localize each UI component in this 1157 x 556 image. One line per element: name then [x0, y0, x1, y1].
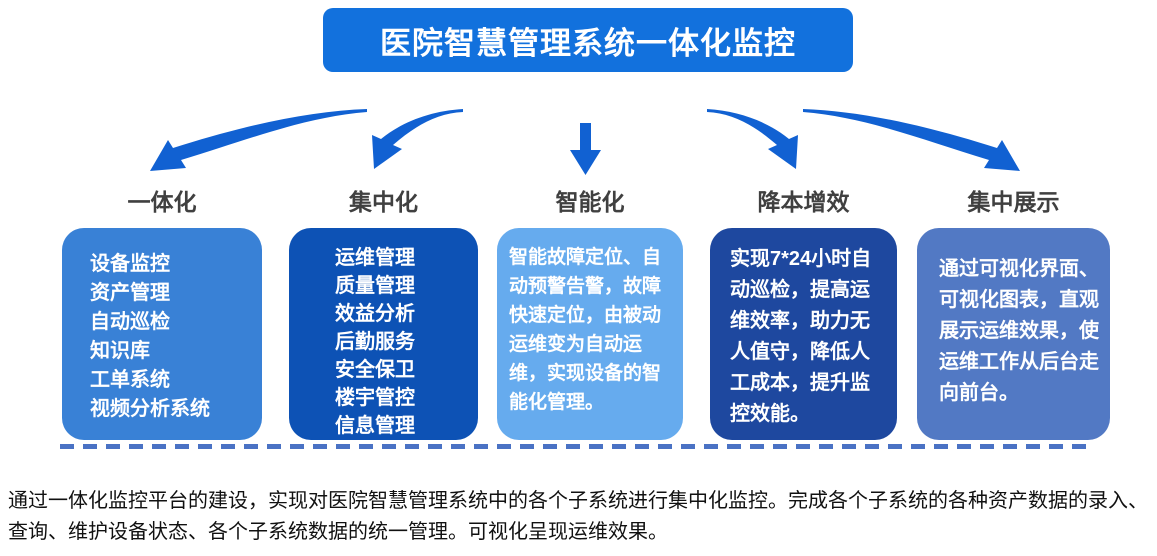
curved-arrow-icon-left-outer	[150, 109, 367, 171]
column-yitihua: 一体化 设备监控 资产管理 自动巡检 知识库 工单系统 视频分析系统	[62, 186, 262, 440]
column-heading: 集中展示	[967, 189, 1060, 215]
column-paragraph: 通过可视化界面、可视化图表，直观展示运维效果，使运维工作从后台走向前台。	[939, 258, 1099, 404]
column-paragraph: 智能故障定位、自动预警告警，故障快速定位，由被动运维变为自动运维，实现设备的智能…	[509, 247, 662, 413]
column-box: 实现7*24小时自动巡检，提高运维效率，助力无人值守，降低人工成本，提升监控效能…	[710, 228, 897, 440]
column-zhinenghua: 智能化 智能故障定位、自动预警告警，故障快速定位，由被动运维变为自动运维，实现设…	[497, 186, 683, 440]
curved-arrow-icon-right-inner	[707, 109, 798, 169]
title-banner: 医院智慧管理系统一体化监控	[323, 8, 853, 72]
column-paragraph: 实现7*24小时自动巡检，提高运维效率，助力无人值守，降低人工成本，提升监控效能…	[730, 248, 872, 425]
column-heading: 智能化	[555, 189, 625, 215]
column-heading: 降本增效	[757, 189, 850, 215]
column-box: 设备监控 资产管理 自动巡检 知识库 工单系统 视频分析系统	[62, 228, 262, 440]
flow-arrows-layer	[150, 109, 1020, 175]
straight-arrow-icon-center	[570, 123, 601, 175]
column-box: 运维管理 质量管理 效益分析 后勤服务 安全保卫 楼宇管控 信息管理	[289, 228, 478, 440]
column-item-list: 设备监控 资产管理 自动巡检 知识库 工单系统 视频分析系统	[90, 253, 210, 420]
column-heading: 一体化	[127, 189, 197, 215]
column-jiangben-zengxiao: 降本增效 实现7*24小时自动巡检，提高运维效率，助力无人值守，降低人工成本，提…	[710, 186, 897, 440]
diagram-title: 医院智慧管理系统一体化监控	[380, 25, 796, 61]
column-jizhong-zhanshi: 集中展示 通过可视化界面、可视化图表，直观展示运维效果，使运维工作从后台走向前台…	[917, 186, 1110, 440]
column-item-list: 运维管理 质量管理 效益分析 后勤服务 安全保卫 楼宇管控 信息管理	[335, 247, 415, 437]
column-jizhonghua: 集中化 运维管理 质量管理 效益分析 后勤服务 安全保卫 楼宇管控 信息管理	[289, 186, 478, 440]
footer-paragraph: 通过一体化监控平台的建设，实现对医院智慧管理系统中的各个子系统进行集中化监控。完…	[8, 490, 1148, 543]
curved-arrow-icon-right-outer	[803, 109, 1020, 171]
column-heading: 集中化	[349, 189, 418, 215]
dashed-divider	[60, 444, 1088, 449]
curved-arrow-icon-left-inner	[372, 109, 463, 169]
column-box: 智能故障定位、自动预警告警，故障快速定位，由被动运维变为自动运维，实现设备的智能…	[497, 228, 683, 440]
column-box: 通过可视化界面、可视化图表，直观展示运维效果，使运维工作从后台走向前台。	[917, 228, 1110, 440]
